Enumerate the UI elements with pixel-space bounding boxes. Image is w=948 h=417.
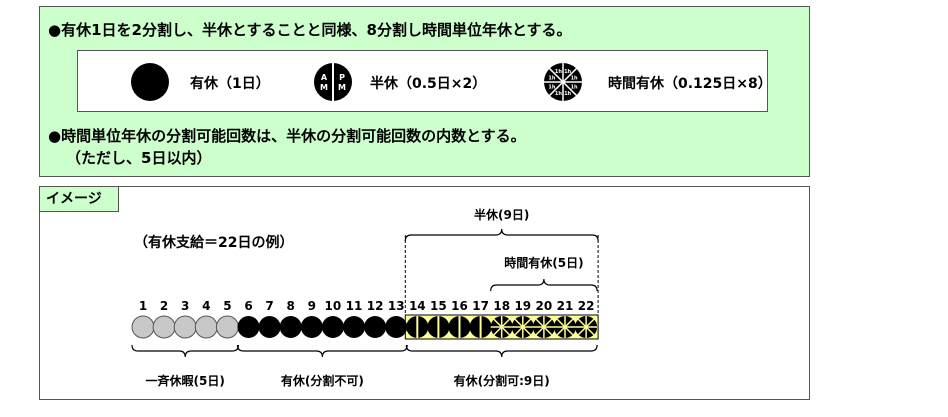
day-number-17: 17 [472,299,489,313]
day-number-9: 9 [308,299,316,313]
hour-icon-mark: 1h [564,91,571,97]
day-number-4: 4 [202,299,210,313]
day-number-8: 8 [287,299,295,313]
full-day-circle-icon [131,63,169,101]
legend-hour-leave-label: 時間有休（0.125日×8） [608,76,772,92]
hour-day-divider [577,318,595,336]
day-number-10: 10 [325,299,342,313]
day-number-15: 15 [430,299,447,313]
hour-icon-divider [562,68,577,83]
pm-mark-bottom: M [338,83,346,92]
day-number-21: 21 [557,299,574,313]
day-number-5: 5 [223,299,231,313]
full-day-circle [364,316,387,338]
hour-icon-mark: 1h [571,85,578,91]
day-number-2: 2 [160,299,168,313]
rule-line-2: ●時間単位年休の分割可能回数は、半休の分割可能回数の内数とする。 [48,127,526,145]
hour-icon-mark: 1h [555,69,562,75]
hour-day-divider [493,318,511,336]
full-day-circle [385,316,408,338]
hour-icon-mark: 1h [548,85,555,91]
collective-brace [131,344,239,358]
full-day-circle [343,316,365,338]
hour-leave-brace [490,278,598,292]
day-number-6: 6 [244,299,252,313]
half-day-circle-icon: A M P M [314,63,352,101]
half-leave-brace-label: 半休(9日) [474,207,529,222]
hour-icon-mark: 1h [555,91,562,97]
day-number-13: 13 [388,299,405,313]
full-day-circle [279,316,302,338]
collective-day-circle [152,315,176,339]
hour-icon-mark: 1h [571,75,578,81]
rule-line-1: ●有休1日を2分割し、半休とすることと同様、8分割し時間単位年休とする。 [48,21,572,39]
hour-day-divider [535,318,553,336]
hour-icon-divider [549,68,564,83]
rule-line-3: （ただし、5日以内） [66,149,212,167]
collective-day-circle [173,315,197,339]
hour-icon-mark: 1h [548,75,555,81]
hour-leave-brace-label: 時間有休(5日) [504,255,583,270]
legend-half-day-label: 半休（0.5日×2） [370,76,487,92]
example-label: （有休支給＝22日の例） [134,234,293,251]
day-number-22: 22 [578,299,595,313]
am-mark-bottom: M [320,83,328,92]
explanation-panel: ●有休1日を2分割し、半休とすることと同様、8分割し時間単位年休とする。 有休（… [39,6,810,177]
hour-icon-divider [549,81,564,96]
legend-full-day-label: 有休（1日） [190,76,270,92]
half-leave-brace [404,228,599,242]
day-number-20: 20 [536,299,553,313]
full-day-circle [237,316,260,338]
collective-day-circle [215,315,239,339]
collective-day-circle [194,315,218,339]
day-number-12: 12 [367,299,384,313]
day-number-16: 16 [451,299,468,313]
am-mark-top: A [321,73,328,82]
non-divisible-label: 有休(分割不可) [281,373,364,388]
day-number-14: 14 [409,299,426,313]
divisible-label: 有休(分割可:9日) [454,373,550,388]
collective-label: 一斉休暇(5日) [146,373,225,388]
hour-day-divider [514,318,532,336]
image-tag: イメージ [39,186,119,212]
pm-mark-top: P [339,73,345,82]
hour-icon-mark: 1h [564,69,571,75]
hour-icon-divider [562,81,577,96]
day-number-3: 3 [181,299,189,313]
day-number-11: 11 [346,299,363,313]
collective-day-circle [131,315,155,339]
day-number-19: 19 [514,299,531,313]
full-day-circle [321,316,344,338]
full-day-circle [300,316,323,338]
day-number-7: 7 [265,299,273,313]
day-number-18: 18 [493,299,510,313]
day-number-1: 1 [139,299,147,313]
divisible-brace [405,344,598,358]
full-day-circle [258,316,281,338]
non-divisible-brace [236,344,408,358]
hour-day-divider [556,318,574,336]
